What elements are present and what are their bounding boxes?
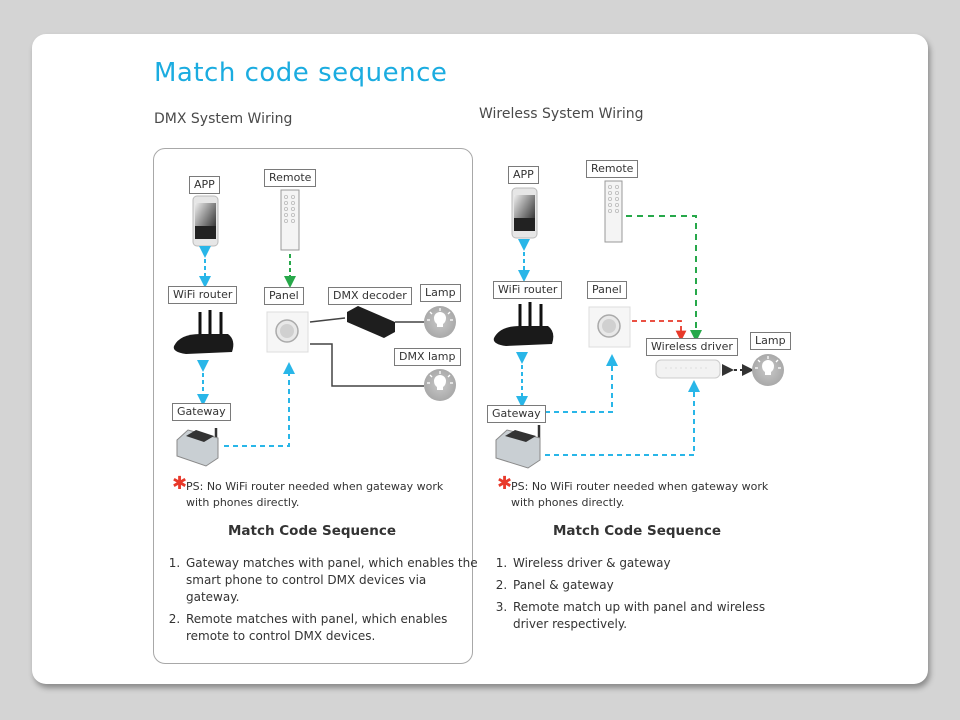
list-item: Remote matches with panel, which enables… <box>184 611 478 645</box>
dmx-sequence-title: Match Code Sequence <box>227 523 397 539</box>
wireless-heading: Wireless System Wiring <box>479 106 644 122</box>
wireless-sequence-list: Wireless driver & gateway Panel & gatewa… <box>493 555 801 638</box>
list-item: Gateway matches with panel, which enable… <box>184 555 478 606</box>
label-lamp: Lamp <box>420 284 461 302</box>
gateway-panel-link <box>545 354 618 413</box>
dmx-heading: DMX System Wiring <box>154 111 293 127</box>
lamp-icon <box>424 306 456 338</box>
dmx-decoder-icon <box>347 306 424 338</box>
wifi-router-icon <box>493 302 554 346</box>
label-panel: Panel <box>587 281 627 299</box>
page-title: Match code sequence <box>154 58 448 88</box>
panel-dmx-lamp-wire <box>310 343 424 387</box>
label-remote: Remote <box>586 160 639 178</box>
wifi-router-icon <box>173 310 234 354</box>
label-wireless-driver: Wireless driver <box>646 338 738 356</box>
remote-driver-link <box>626 215 702 342</box>
label-dmx-lamp: DMX lamp <box>394 348 461 366</box>
panel-driver-link <box>632 320 687 342</box>
gateway-icon <box>495 425 541 469</box>
list-item: Wireless driver & gateway <box>511 555 801 572</box>
asterisk-icon: ✱ <box>497 473 513 494</box>
label-gateway: Gateway <box>172 403 231 421</box>
label-app: APP <box>189 176 220 194</box>
label-dmx-decoder: DMX decoder <box>328 287 412 305</box>
remote-control-icon <box>280 189 300 251</box>
asterisk-icon: ✱ <box>172 473 188 494</box>
label-lamp: Lamp <box>750 332 791 350</box>
label-remote: Remote <box>264 169 317 187</box>
list-item: Panel & gateway <box>511 577 801 594</box>
label-app: APP <box>508 166 539 184</box>
gateway-icon <box>176 428 219 467</box>
smartphone-icon <box>511 187 538 239</box>
smartphone-icon <box>192 195 219 247</box>
label-panel: Panel <box>264 287 304 305</box>
dmx-sequence-list: Gateway matches with panel, which enable… <box>166 555 478 650</box>
lamp-icon <box>752 354 784 386</box>
label-wifi-router: WiFi router <box>168 286 238 304</box>
wireless-sequence-title: Match Code Sequence <box>552 523 722 539</box>
gateway-panel-link <box>224 362 295 447</box>
remote-control-icon <box>604 180 623 243</box>
wireless-driver-icon <box>655 359 721 379</box>
label-wifi-router: WiFi router <box>493 281 563 299</box>
gateway-driver-link <box>545 380 700 456</box>
wall-panel-icon <box>588 306 631 348</box>
dmx-ps-note: ✱ PS: No WiFi router needed when gateway… <box>172 473 444 510</box>
wall-panel-icon <box>266 311 309 353</box>
list-item: Remote match up with panel and wireless … <box>511 599 801 633</box>
panel-decoder-wire <box>309 317 346 323</box>
wireless-ps-note: ✱ PS: No WiFi router needed when gateway… <box>497 473 769 510</box>
label-gateway: Gateway <box>487 405 546 423</box>
dmx-lamp-icon <box>424 369 456 401</box>
